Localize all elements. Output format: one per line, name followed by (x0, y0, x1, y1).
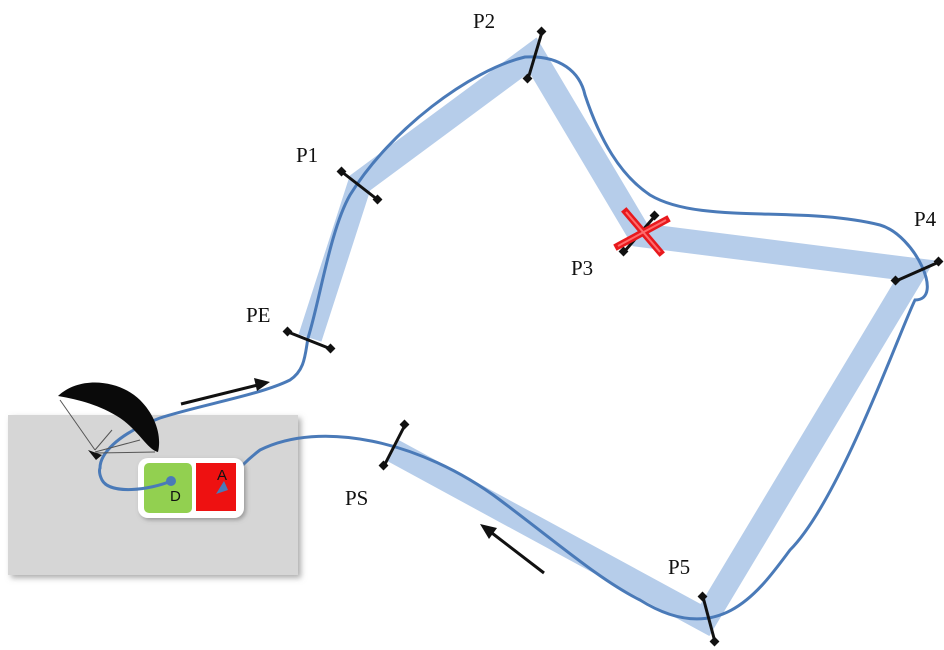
gate-p1 (336, 166, 383, 205)
arrival-arrowhead (216, 481, 228, 494)
paraglider-icon (58, 382, 160, 460)
missed-cross-icon (613, 207, 671, 257)
gate-p4 (890, 256, 944, 286)
departure-zone-label: D (170, 488, 181, 505)
arrival-zone (196, 463, 236, 511)
waypoint-label-p3: P3 (571, 256, 593, 280)
direction-arrow-icon (180, 378, 270, 406)
gate-p5 (697, 591, 720, 647)
gate-p2 (522, 26, 547, 84)
waypoint-label-pe: PE (246, 303, 271, 327)
waypoint-label-p2: P2 (473, 9, 495, 33)
departure-zone (144, 463, 192, 513)
waypoint-label-p5: P5 (668, 555, 690, 579)
direction-arrow-icon (480, 524, 545, 575)
gate-pe (282, 326, 336, 354)
gate-ps (378, 419, 410, 471)
planned-corridor (298, 37, 935, 637)
waypoint-label-ps: PS (345, 486, 368, 510)
waypoint-label-p1: P1 (296, 143, 318, 167)
arrival-zone-label: A (217, 467, 227, 484)
waypoint-label-p4: P4 (914, 207, 937, 231)
trajectory-start-segment (98, 466, 173, 492)
waypoint-gates (282, 26, 944, 647)
